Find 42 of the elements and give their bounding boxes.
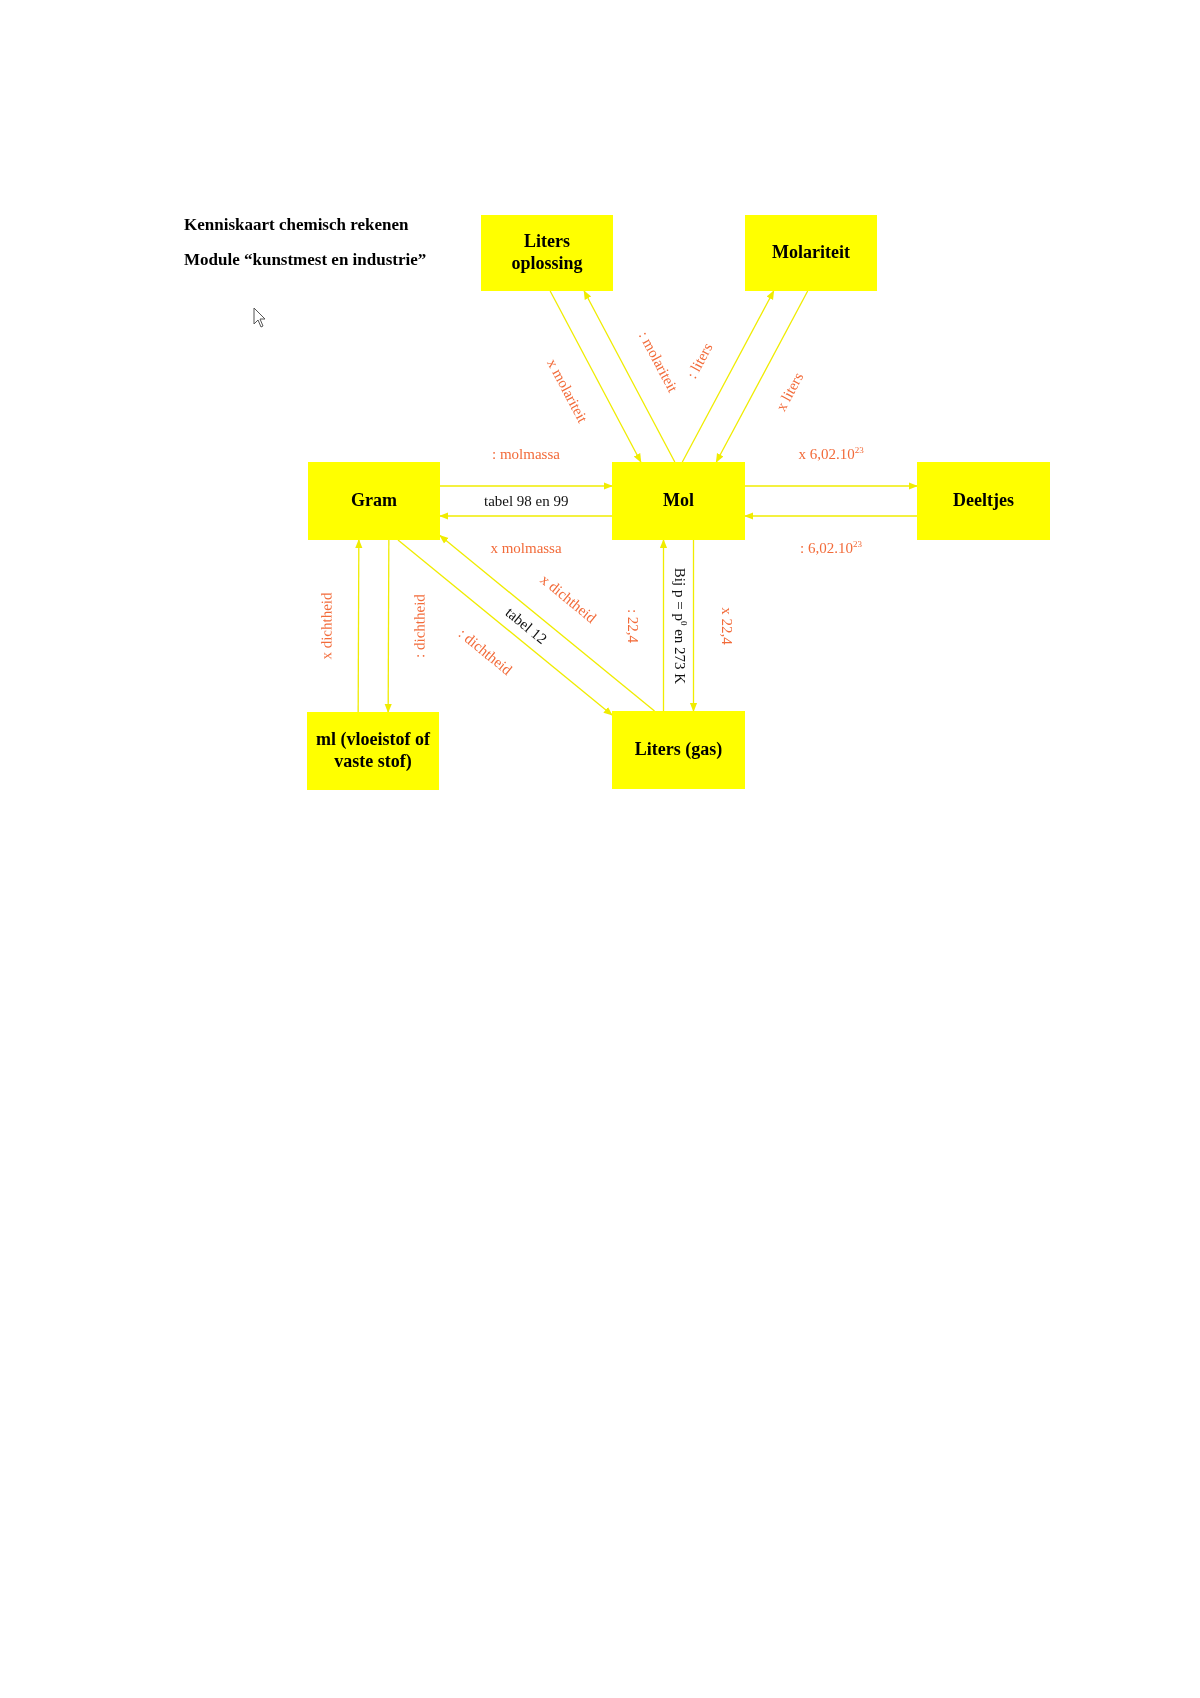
arrow xyxy=(439,512,613,520)
arrow xyxy=(681,290,775,463)
edge-label: : molmassa xyxy=(492,446,560,462)
arrow xyxy=(549,290,642,463)
arrow xyxy=(384,539,392,713)
edge-label: : dichtheid xyxy=(412,594,429,659)
arrow xyxy=(439,534,656,712)
box-label: Gram xyxy=(351,490,397,512)
arrow xyxy=(689,539,698,712)
arrow xyxy=(715,290,809,463)
quantity-box xyxy=(481,215,613,291)
edge-label: x 6,02.10$^{23}$ xyxy=(798,446,864,462)
note-text: tabel 98 en 99 xyxy=(483,493,569,509)
edge-label: x liters xyxy=(773,369,807,414)
edge-label: : 22,4 xyxy=(624,608,639,643)
title: Kenniskaart chemisch rekenen xyxy=(184,215,409,235)
arrow xyxy=(439,482,613,490)
edge-label: : liters xyxy=(684,341,716,382)
box-label: Mol xyxy=(663,490,694,512)
edge-label: x 22,4 xyxy=(718,606,733,645)
box-label: Liters oplossing xyxy=(510,231,584,275)
box-label: Liters (gas) xyxy=(634,739,723,761)
arrow xyxy=(583,290,676,463)
quantity-box xyxy=(612,711,745,789)
edge-label: x molmassa xyxy=(490,540,562,556)
quantity-box xyxy=(917,462,1050,540)
box-label: Deeltjes xyxy=(953,490,1014,512)
edge-label: x dichtheid xyxy=(318,592,335,660)
arrow xyxy=(744,512,918,520)
box-label: Molariteit xyxy=(772,242,850,264)
arrow xyxy=(397,539,613,716)
edge-label: : 6,02.10$^{23}$ xyxy=(800,540,862,556)
note-text: tabel 12 xyxy=(502,604,550,647)
quantity-box xyxy=(745,215,877,291)
arrow xyxy=(355,539,363,713)
box-label: ml (vloeistof of vaste stof) xyxy=(315,729,431,773)
arrow xyxy=(744,482,918,490)
quantity-box xyxy=(307,712,439,790)
quantity-box xyxy=(308,462,440,540)
subtitle: Module “kunstmest en industrie” xyxy=(184,250,427,270)
quantity-box xyxy=(612,462,745,540)
arrow xyxy=(659,539,668,712)
